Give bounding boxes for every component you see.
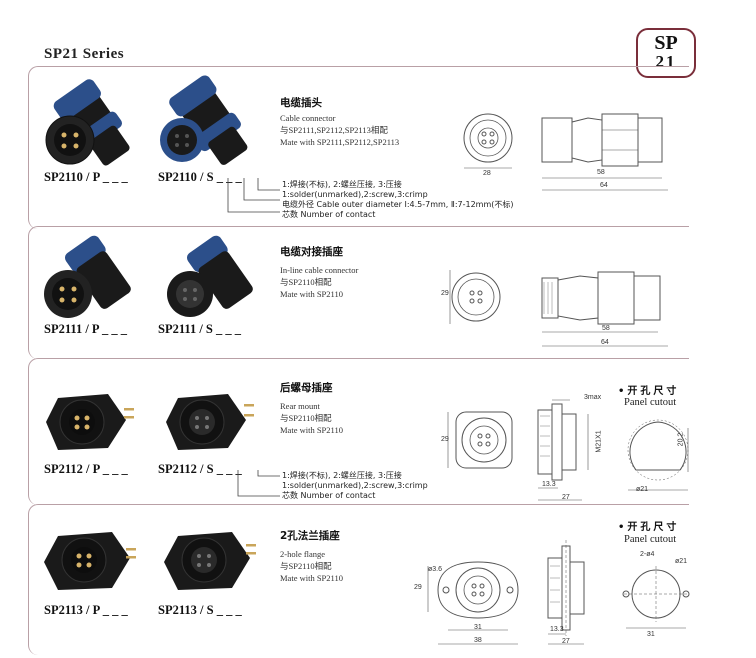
- series-title: SP21 Series: [44, 46, 125, 62]
- model-label-sp2111-p: SP2111 / P _ _ _: [44, 322, 128, 336]
- section-frame-4: [28, 504, 689, 655]
- product-photo-sp2113-p: [44, 532, 136, 590]
- dim-58: 58: [597, 169, 605, 176]
- badge-line1: SP: [654, 32, 678, 54]
- notes-block: 1:焊接(不标), 2:螺丝压接, 3:压接 1:solder(unmarked…: [282, 180, 514, 219]
- dim-38: 38: [474, 637, 482, 644]
- product-photo-sp2112-s: [166, 394, 254, 450]
- dim-28: 28: [483, 170, 491, 177]
- product-photo-sp2110-s: [160, 75, 248, 165]
- dim-29: 29: [414, 584, 422, 591]
- dim-m21x1: M21X1: [595, 430, 603, 453]
- product-title-cn: 后螺母插座: [280, 382, 333, 394]
- dim-31: 31: [647, 631, 655, 638]
- model-label-sp2111-s: SP2111 / S _ _ _: [158, 322, 242, 336]
- notes-block: 1:焊接(不标), 2:螺丝压接, 3:压接 1:solder(unmarked…: [282, 471, 428, 500]
- front-view-drawing: [447, 411, 513, 469]
- product-title-cn: 电缆插头: [280, 97, 322, 109]
- front-view-drawing: [463, 113, 513, 169]
- product-photo-sp2111-p: [44, 235, 131, 318]
- dim-29: 29: [441, 436, 449, 443]
- cutout-title-cn: •开孔尺寸: [618, 522, 680, 533]
- model-label-sp2113-p: SP2113 / P _ _ _: [44, 603, 128, 617]
- dim-20-2: 20.2: [677, 432, 685, 447]
- cutout-title-en: Panel cutout: [624, 397, 677, 408]
- dim-58: 58: [602, 325, 610, 332]
- dim-13-3: 13.3: [550, 626, 564, 633]
- note-leaders: [237, 470, 280, 497]
- dim-13-3: 13.3: [542, 481, 556, 488]
- product-photo-sp2113-s: [164, 532, 256, 590]
- cutout-title-cn: •开孔尺寸: [618, 386, 680, 397]
- side-view-drawing: [537, 399, 589, 501]
- dim-phi21: ø21: [636, 486, 649, 493]
- dim-2-phi4: 2-ø4: [640, 551, 655, 558]
- front-view-drawing: [449, 270, 501, 324]
- model-label-sp2110-p: SP2110 / P _ _ _: [44, 170, 128, 184]
- side-view-drawing: [541, 113, 668, 191]
- dim-3max: 3max: [584, 394, 602, 401]
- dim-phi3-6: ø3.6: [428, 566, 443, 573]
- dim-64: 64: [600, 182, 608, 189]
- dim-27: 27: [562, 638, 570, 645]
- product-photo-sp2112-p: [46, 394, 134, 450]
- note-leaders: [227, 178, 280, 213]
- dim-phi21: ø21: [675, 558, 688, 565]
- product-photo-sp2110-p: [45, 79, 130, 166]
- series-badge: SP 21: [636, 28, 696, 78]
- model-label-sp2112-s: SP2112 / S _ _ _: [158, 462, 242, 476]
- cutout-title-en: Panel cutout: [624, 534, 677, 545]
- model-label-sp2110-s: SP2110 / S _ _ _: [158, 170, 242, 184]
- dim-29: 29: [441, 290, 449, 297]
- side-view-drawing: [547, 540, 585, 645]
- panel-cutout-drawing: [627, 419, 689, 491]
- section-frame-3: [28, 358, 689, 505]
- dim-27: 27: [562, 494, 570, 501]
- section-frame-1: [28, 66, 689, 229]
- panel-cutout-drawing: [622, 566, 690, 629]
- product-title-cn: 2孔法兰插座: [280, 530, 340, 542]
- product-title-cn: 电缆对接插座: [280, 246, 343, 258]
- model-label-sp2112-p: SP2112 / P _ _ _: [44, 462, 128, 476]
- dim-64: 64: [601, 339, 609, 346]
- side-view-drawing: [541, 271, 668, 347]
- badge-line2: 21: [655, 52, 677, 71]
- front-view-drawing: [427, 561, 519, 645]
- model-label-sp2113-s: SP2113 / S _ _ _: [158, 603, 242, 617]
- section-frame-2: [28, 226, 689, 359]
- product-photo-sp2111-s: [167, 235, 253, 317]
- dim-31: 31: [474, 624, 482, 631]
